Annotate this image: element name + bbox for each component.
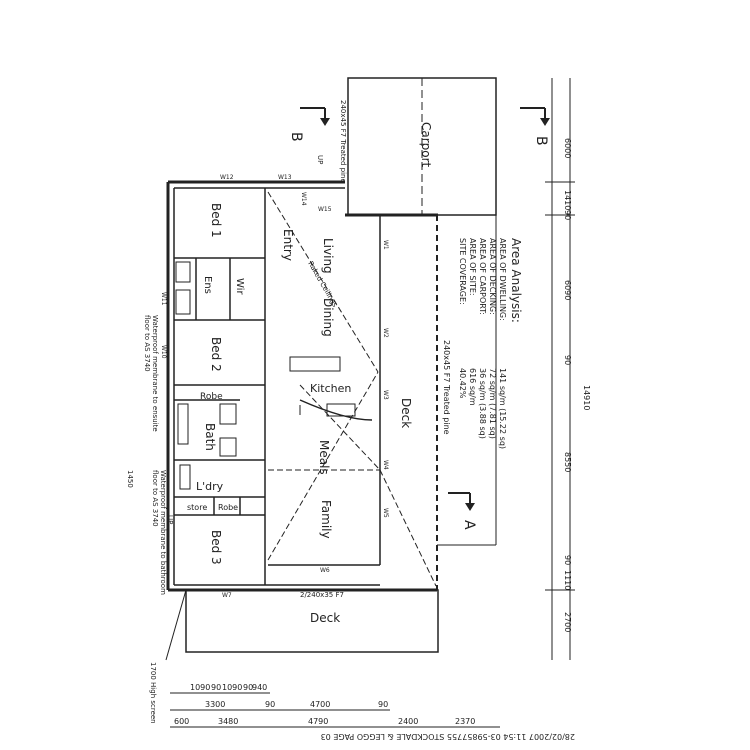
- dwelling-walls: [166, 180, 438, 592]
- raked-ceiling-lines: [267, 191, 437, 587]
- dim-bottom-1090b: 1090: [222, 683, 242, 692]
- area-row-dwelling-value: 141 sq/m (15.22 sq): [498, 368, 507, 449]
- area-row-coverage-value: 40.42%: [458, 368, 467, 399]
- note-up-carport: UP: [316, 155, 324, 164]
- window-w6: W6: [320, 567, 330, 574]
- dim-right-90b: 90: [563, 355, 572, 365]
- room-family: Family: [319, 500, 333, 539]
- note-post-carport: 240x45 F7 Treated pine: [339, 100, 347, 183]
- note-ens-membrane-2: floor to AS 3740: [143, 315, 151, 372]
- dim-right-6090: 6090: [563, 280, 572, 300]
- bottom-dimension-lines: [170, 692, 500, 728]
- fixtures: [175, 261, 373, 490]
- room-robe3: Robe: [218, 503, 238, 512]
- dim-right-8550: 8550: [563, 452, 572, 472]
- window-w11: W11: [160, 292, 167, 306]
- room-ldry: L'dry: [196, 480, 224, 493]
- section-b-right-marker: [520, 107, 550, 126]
- note-post-deck: 240x45 F7 Treated pine: [442, 340, 451, 435]
- window-w1: W1: [382, 240, 389, 250]
- room-entry: Entry: [281, 229, 295, 261]
- room-bed3: Bed 3: [209, 530, 223, 565]
- dim-right-1110: 1110: [563, 570, 572, 590]
- area-row-coverage-label: SITE COVERAGE:: [458, 238, 467, 305]
- note-bath-membrane-2: floor to AS 3740: [151, 470, 159, 527]
- section-a-marker: [448, 492, 475, 511]
- dim-bottom-3300: 3300: [205, 700, 225, 709]
- note-bath-membrane-1: Waterproof membrane to bathroom: [159, 470, 167, 595]
- dim-bottom-2370: 2370: [455, 717, 475, 726]
- dim-right-1410: 1410: [563, 190, 572, 210]
- area-row-carport-value: 36 sq/m (3.88 sq): [478, 368, 487, 439]
- note-deck-beam: 2/240x35 F7: [300, 591, 344, 599]
- room-ens: Ens: [202, 276, 213, 294]
- area-row-decking-label: AREA OF DECKING:: [488, 238, 497, 315]
- note-ens-membrane-1: Waterproof membrane to ensuite: [151, 315, 159, 432]
- window-w3: W3: [382, 390, 389, 400]
- room-bed1: Bed 1: [209, 203, 223, 238]
- area-row-site-value: 616 sq/m: [468, 368, 477, 406]
- window-w7: W7: [222, 592, 232, 599]
- dim-right-6000: 6000: [563, 138, 572, 158]
- dim-bottom-90b: 90: [243, 683, 253, 692]
- dim-right-90c: 90: [563, 555, 572, 565]
- room-dividers: [174, 257, 265, 516]
- area-row-carport-label: AREA OF CARPORT:: [478, 238, 487, 315]
- window-w4: W4: [382, 460, 389, 470]
- dim-right-2700: 2700: [563, 612, 572, 632]
- dim-bottom-1090a: 1090: [190, 683, 210, 692]
- dim-right-90a: 90: [563, 210, 572, 220]
- window-w2: W2: [382, 328, 389, 338]
- inner-wall-lines: [173, 187, 381, 586]
- deck-rear-outline: [165, 589, 439, 661]
- dim-bottom-600: 600: [174, 717, 189, 726]
- section-a-label: A: [461, 520, 477, 530]
- right-dimension-lines: [545, 78, 575, 660]
- area-row-decking-value: 72 sq/m (7.81 sq): [488, 368, 497, 439]
- room-bath: Bath: [203, 423, 217, 451]
- note-up-laundry: UP: [166, 515, 174, 524]
- window-w13: W13: [278, 174, 292, 181]
- room-kitchen: Kitchen: [310, 382, 351, 395]
- window-w12: W12: [220, 174, 234, 181]
- dim-bottom-4700: 4700: [310, 700, 330, 709]
- dim-right-14910: 14910: [582, 385, 591, 410]
- dim-bottom-4790: 4790: [308, 717, 328, 726]
- dim-bottom-90c: 90: [265, 700, 275, 709]
- window-w14: W14: [300, 192, 307, 206]
- fax-footer: 28/02/2007 11:54 03-59857755 STOCKDALE &…: [321, 732, 575, 741]
- area-analysis: Area Analysis: AREA OF DWELLING: AREA OF…: [458, 238, 523, 449]
- section-b-left-label: B: [288, 132, 304, 142]
- section-b-right-label: B: [533, 136, 549, 146]
- deck-side-outline: [437, 214, 497, 546]
- room-deck-rear: Deck: [310, 611, 340, 625]
- note-screen: 1700 High screen: [149, 662, 157, 724]
- room-wir: Wir: [234, 278, 245, 295]
- room-carport: Carport: [419, 122, 433, 168]
- dim-bottom-3480: 3480: [218, 717, 238, 726]
- section-b-left-marker: [300, 107, 330, 126]
- area-row-dwelling-label: AREA OF DWELLING:: [498, 238, 507, 321]
- dim-bottom-2400: 2400: [398, 717, 418, 726]
- window-w15: W15: [318, 206, 332, 213]
- dim-bottom-940: 940: [252, 683, 267, 692]
- area-row-site-label: AREA OF SITE:: [468, 238, 477, 296]
- room-meals: Meals: [317, 440, 331, 475]
- room-robe2: Robe: [200, 392, 223, 402]
- area-analysis-title: Area Analysis:: [509, 238, 523, 323]
- room-bed2: Bed 2: [209, 337, 223, 372]
- dim-bottom-90a: 90: [211, 683, 221, 692]
- room-deck-side: Deck: [399, 398, 413, 428]
- room-dining: Dining: [321, 298, 335, 337]
- carport-outline: [347, 77, 497, 216]
- window-w10: W10: [160, 345, 167, 359]
- room-store: store: [187, 503, 207, 512]
- note-dim-1450: 1450: [126, 470, 134, 488]
- dim-bottom-90d: 90: [378, 700, 388, 709]
- window-w5: W5: [382, 508, 389, 518]
- room-living: Living: [321, 238, 335, 274]
